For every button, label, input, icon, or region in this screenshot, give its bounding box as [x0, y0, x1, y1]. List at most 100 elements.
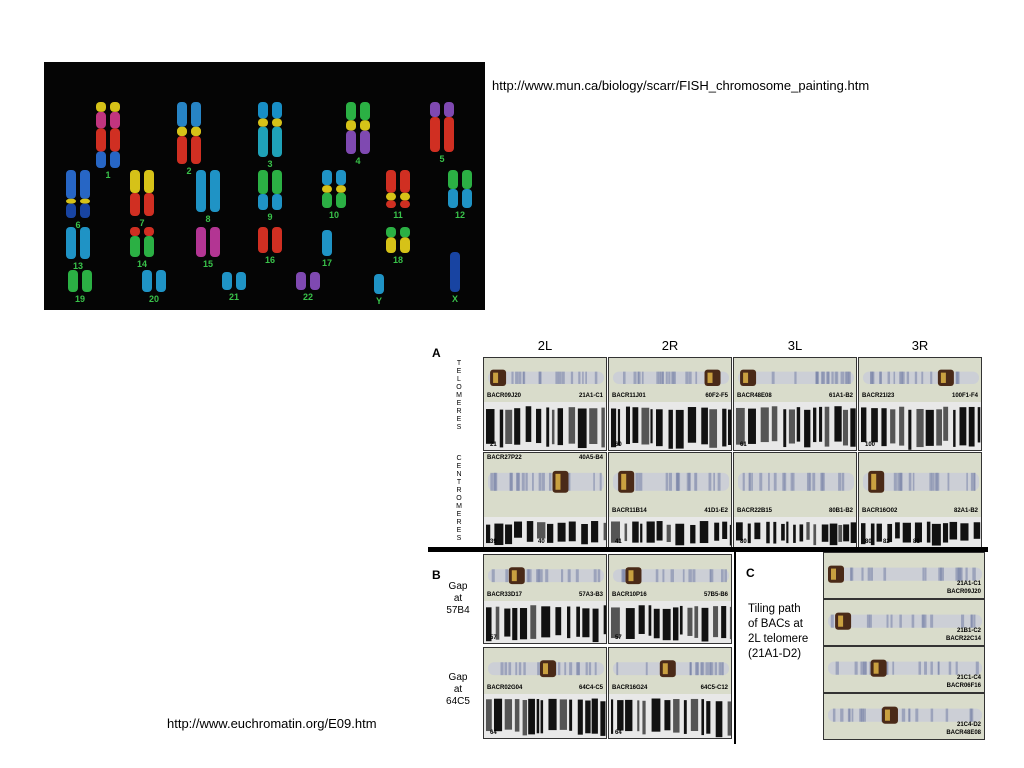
band	[665, 472, 669, 491]
band	[925, 409, 934, 446]
chromosome-band	[322, 185, 332, 193]
band	[895, 522, 900, 539]
gap-label-line: 64C5	[446, 696, 470, 707]
band	[522, 371, 526, 384]
cytological-band: 64C5-C12	[700, 685, 728, 691]
band	[870, 371, 874, 384]
band	[931, 472, 935, 491]
band	[525, 406, 532, 442]
band	[714, 662, 718, 676]
chromosome-14	[130, 227, 154, 257]
chromosome-band	[346, 102, 356, 121]
band	[653, 608, 660, 639]
polytene-squash	[609, 402, 731, 450]
band	[773, 472, 777, 491]
band	[937, 661, 940, 675]
band	[948, 661, 952, 675]
chromosome-21	[222, 272, 246, 290]
band	[551, 409, 555, 445]
band	[792, 472, 795, 491]
chromosome-arm	[488, 472, 604, 491]
band	[603, 605, 606, 635]
band	[713, 606, 719, 638]
band	[672, 371, 675, 384]
band	[808, 472, 812, 491]
band	[918, 661, 922, 675]
band	[782, 472, 785, 491]
chromosome-band	[336, 170, 346, 186]
cytological-band: 21C4-D2	[956, 722, 981, 728]
chromosome-band	[346, 130, 356, 154]
band	[700, 662, 703, 676]
band	[977, 407, 981, 443]
band	[695, 472, 698, 491]
band-number: 60	[615, 442, 622, 448]
chromosome-arm	[863, 472, 979, 491]
band	[621, 569, 625, 583]
band	[522, 700, 528, 736]
bac-id: BACR27P22	[487, 455, 522, 461]
chromosome-band	[80, 227, 90, 259]
band-number: 80	[740, 539, 747, 545]
band	[515, 371, 519, 384]
band	[881, 408, 887, 447]
cytological-band: 60F2-F5	[705, 393, 728, 399]
band	[689, 662, 692, 676]
chromosome-band	[462, 170, 472, 189]
chromosome-label: 4	[355, 156, 360, 166]
band	[491, 569, 495, 583]
band	[838, 472, 842, 491]
band	[759, 472, 763, 491]
band-number: 21	[490, 442, 497, 448]
chromosome-band	[177, 126, 187, 137]
band	[847, 708, 851, 722]
band	[850, 408, 856, 447]
chromosome-band	[82, 270, 92, 292]
bac-id: BACR16O02	[862, 508, 898, 514]
chromosome-9	[258, 170, 282, 210]
chromosome-band	[66, 198, 76, 204]
band	[668, 409, 673, 449]
band	[724, 569, 727, 583]
band	[922, 567, 925, 581]
chromosome-label: 17	[322, 258, 332, 268]
fish-photo	[859, 358, 981, 402]
band	[504, 699, 513, 730]
band	[486, 524, 491, 544]
band	[815, 371, 819, 384]
band	[861, 523, 866, 545]
chromosome-band	[386, 192, 396, 201]
band	[788, 409, 796, 444]
chromosome-band	[258, 102, 268, 119]
band	[736, 522, 743, 541]
fish-photo	[609, 358, 731, 402]
fish-signal-highlight	[628, 570, 634, 582]
chromosome-label: 13	[73, 261, 83, 271]
band	[721, 606, 727, 639]
tiling-caption-line: (21A1-D2)	[748, 648, 802, 660]
band	[567, 569, 570, 583]
chromosome-7	[130, 170, 154, 216]
band	[694, 472, 697, 491]
band	[908, 708, 911, 722]
band	[594, 371, 598, 384]
band	[673, 699, 680, 733]
chromosome-band	[462, 189, 472, 208]
chromosome-band	[144, 193, 154, 216]
band	[899, 406, 905, 446]
band	[942, 523, 949, 543]
chromosome-13	[66, 227, 90, 259]
chromosome-6	[66, 170, 90, 218]
band	[593, 472, 595, 491]
band	[518, 662, 522, 676]
chromosome-band	[430, 102, 440, 117]
band	[526, 569, 530, 583]
chromosome-label: 15	[203, 259, 213, 269]
band	[850, 522, 856, 543]
band	[851, 708, 854, 722]
band	[729, 606, 731, 640]
